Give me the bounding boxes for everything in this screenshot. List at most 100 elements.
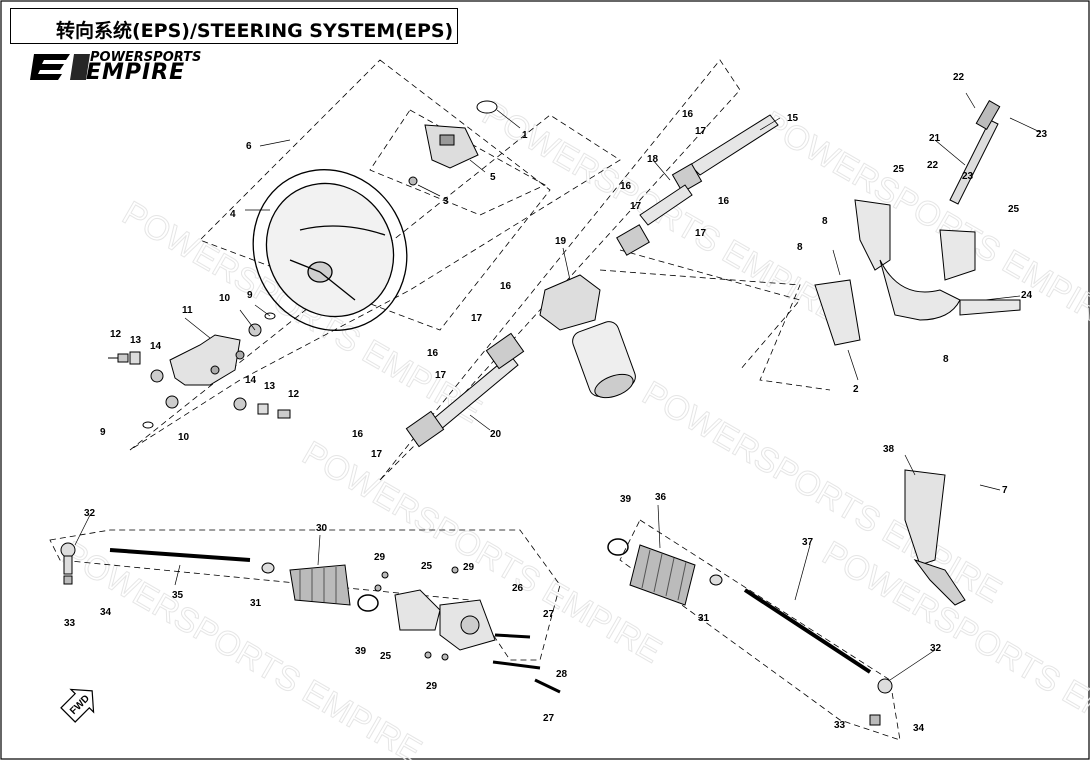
callout-38: 38 <box>883 444 895 455</box>
callout-17c: 17 <box>695 228 707 239</box>
emblem-part-1 <box>476 100 498 114</box>
callout-34a: 34 <box>100 607 112 618</box>
callout-25b: 25 <box>1008 204 1020 215</box>
callout-15: 15 <box>787 113 799 124</box>
callout-19: 19 <box>555 236 567 247</box>
callout-26: 26 <box>512 583 524 594</box>
callout-10b: 10 <box>178 432 190 443</box>
callout-34b: 34 <box>913 723 925 734</box>
watermark: POWERSPORTS EMPIRE POWERSPORTS EMPIRE PO… <box>56 94 1090 760</box>
watermark-text-5: POWERSPORTS EMPIRE <box>56 534 428 760</box>
callout-9a: 9 <box>247 290 253 301</box>
callout-33a: 33 <box>64 618 76 629</box>
steering-wheel <box>252 169 408 331</box>
right-tie-rod <box>743 588 893 726</box>
bracket-group <box>129 114 621 451</box>
horn-pad-group <box>369 109 546 216</box>
callout-14a: 14 <box>150 341 162 352</box>
brand-tagline: POWERSPORTS <box>90 50 202 65</box>
callout-33b: 33 <box>834 720 846 731</box>
frame-bracket <box>814 199 1021 346</box>
callout-36: 36 <box>655 492 667 503</box>
horn-pad <box>424 124 479 169</box>
callout-12b: 12 <box>288 389 300 400</box>
nut-part-3 <box>408 176 418 186</box>
callout-11: 11 <box>182 305 193 316</box>
callout-16f: 16 <box>352 429 364 440</box>
callout-16e: 16 <box>427 348 439 359</box>
callout-16a: 16 <box>682 109 694 120</box>
callout-9b: 9 <box>100 427 106 438</box>
brand-name: EMPIRE <box>86 60 186 85</box>
callout-27a: 27 <box>543 609 555 620</box>
callout-1: 1 <box>522 130 528 141</box>
callout-labels: 1 2 3 4 5 6 7 8 8 8 9 9 10 10 11 12 12 1… <box>64 72 1048 734</box>
callout-4: 4 <box>230 209 236 220</box>
bracket-hardware <box>108 312 291 429</box>
callout-16d: 16 <box>500 281 512 292</box>
eps-leader <box>599 269 831 391</box>
callout-25d: 25 <box>380 651 392 662</box>
callout-23a: 23 <box>1036 129 1048 140</box>
callout-28: 28 <box>556 669 568 680</box>
callout-32b: 32 <box>930 643 942 654</box>
callout-6: 6 <box>246 141 252 152</box>
callout-8b: 8 <box>797 242 803 253</box>
callout-8a: 8 <box>822 216 828 227</box>
leader-lines <box>74 92 1041 681</box>
steering-wheel-group <box>199 59 551 331</box>
left-rack-group <box>49 529 561 661</box>
steering-column <box>616 114 779 256</box>
callout-20: 20 <box>490 429 502 440</box>
callout-39b: 39 <box>355 646 367 657</box>
callout-29c: 29 <box>426 681 438 692</box>
callout-17f: 17 <box>371 449 383 460</box>
right-boot <box>629 544 696 606</box>
callout-37: 37 <box>802 537 814 548</box>
callout-23b: 23 <box>962 171 974 182</box>
callout-39a: 39 <box>620 494 632 505</box>
callout-17b: 17 <box>630 201 642 212</box>
callout-2: 2 <box>853 384 859 395</box>
right-bushing-31 <box>709 574 723 586</box>
callout-25a: 25 <box>893 164 905 175</box>
title-box <box>10 8 458 44</box>
bracket-assembly <box>169 334 245 386</box>
fwd-arrow-icon: FWD <box>60 688 95 723</box>
callout-24: 24 <box>1021 290 1033 301</box>
callout-35: 35 <box>172 590 184 601</box>
callout-22b: 22 <box>927 160 939 171</box>
callout-17e: 17 <box>435 370 447 381</box>
callout-25c: 25 <box>421 561 433 572</box>
throttle-pedal <box>904 469 966 606</box>
left-clamp-39 <box>357 594 379 612</box>
left-bushing-31 <box>261 562 275 574</box>
callout-17a: 17 <box>695 126 707 137</box>
callout-31a: 31 <box>250 598 262 609</box>
brand-logo-icon <box>30 54 90 80</box>
left-tie-rod <box>60 542 251 585</box>
callout-13a: 13 <box>130 335 142 346</box>
callout-5: 5 <box>490 172 496 183</box>
callout-3: 3 <box>443 196 449 207</box>
callout-29b: 29 <box>463 562 475 573</box>
callout-18: 18 <box>647 154 659 165</box>
callout-13b: 13 <box>264 381 276 392</box>
callout-14b: 14 <box>245 375 257 386</box>
right-clamp-39 <box>607 538 629 556</box>
callout-12a: 12 <box>110 329 122 340</box>
left-boot <box>289 564 351 606</box>
callout-16b: 16 <box>620 181 632 192</box>
callout-27b: 27 <box>543 713 555 724</box>
callout-31b: 31 <box>698 613 710 624</box>
callout-29a: 29 <box>374 552 386 563</box>
callout-32a: 32 <box>84 508 96 519</box>
callout-17d: 17 <box>471 313 483 324</box>
callout-30: 30 <box>316 523 328 534</box>
callout-10a: 10 <box>219 293 231 304</box>
steering-rack <box>394 589 496 651</box>
callout-7: 7 <box>1002 485 1008 496</box>
callout-8c: 8 <box>943 354 949 365</box>
